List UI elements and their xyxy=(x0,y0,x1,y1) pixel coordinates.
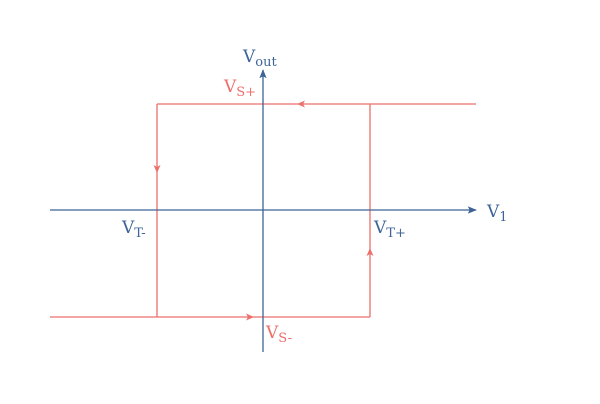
vs-minus-label: VS- xyxy=(265,323,292,346)
arrow-up-icon xyxy=(366,248,374,256)
arrow-left-icon xyxy=(297,100,305,108)
x-axis-label: V1 xyxy=(486,202,508,225)
vs-plus-label: VS+ xyxy=(223,77,256,100)
hysteresis-loop xyxy=(50,103,476,318)
vt-minus-label: VT- xyxy=(121,218,146,241)
arrow-down-icon xyxy=(153,165,161,173)
arrow-right-icon xyxy=(246,313,254,321)
y-axis-label: Vout xyxy=(242,47,277,70)
vt-plus-label: VT+ xyxy=(373,218,406,241)
